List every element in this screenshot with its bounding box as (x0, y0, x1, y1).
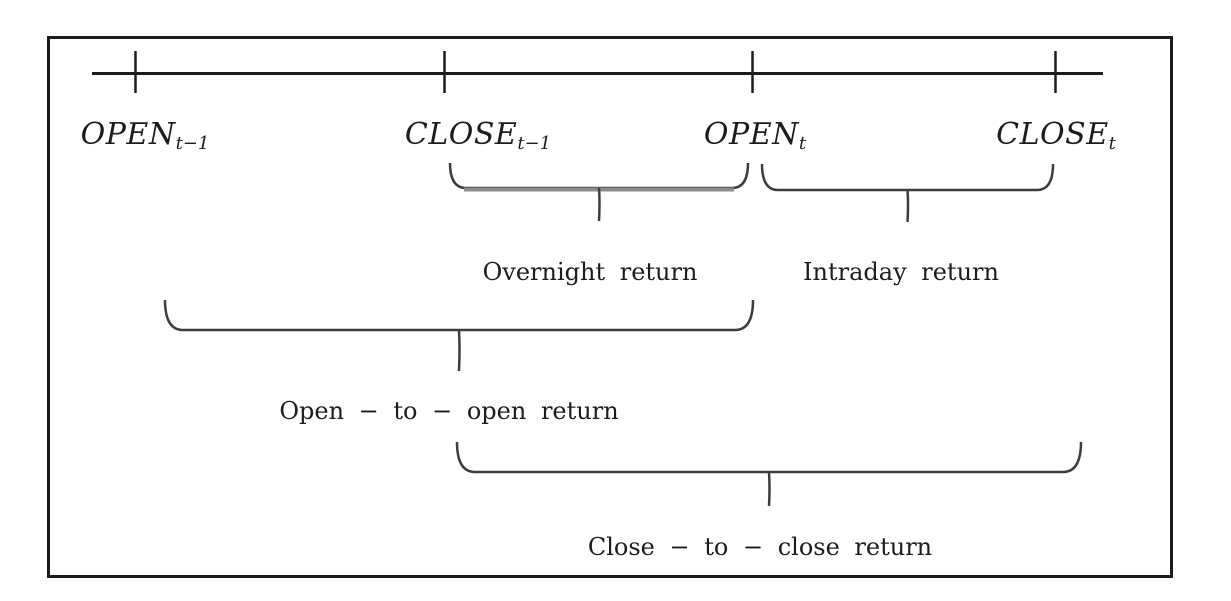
label-open-t: OPENt (704, 117, 806, 154)
overnight-return-brace-tail (597, 187, 601, 222)
intraday-return-brace-tail (906, 189, 910, 223)
open-to-open-return-brace-tail (457, 329, 461, 372)
label-close-t-subscript: t (1108, 133, 1116, 155)
overnight-return-label: Overnight return (482, 258, 698, 286)
label-open-t-1: OPENt−1 (81, 117, 210, 154)
label-close-t: CLOSEt (996, 117, 1116, 154)
open-to-open-return-label: Open − to − open return (279, 397, 619, 425)
close-to-close-return-brace-tail (767, 471, 771, 507)
diagram-border (47, 36, 1173, 578)
overnight-return-brace (448, 162, 750, 190)
close-to-close-return-label: Close − to − close return (587, 533, 933, 561)
label-close-t-1-symbol: CLOSE (404, 117, 518, 152)
label-close-t-1: CLOSEt−1 (405, 117, 551, 154)
label-close-t-1-subscript: t−1 (517, 133, 552, 155)
intraday-return-label: Intraday return (803, 258, 999, 286)
intraday-return-brace (760, 163, 1055, 192)
label-open-t-1-symbol: OPEN (80, 117, 176, 152)
close-to-close-return-brace (455, 441, 1083, 474)
label-open-t-1-subscript: t−1 (175, 133, 210, 155)
label-open-t-subscript: t (798, 133, 807, 155)
label-open-t-symbol: OPEN (703, 117, 799, 152)
label-close-t-symbol: CLOSE (996, 117, 1109, 152)
open-to-open-return-brace (163, 299, 755, 332)
